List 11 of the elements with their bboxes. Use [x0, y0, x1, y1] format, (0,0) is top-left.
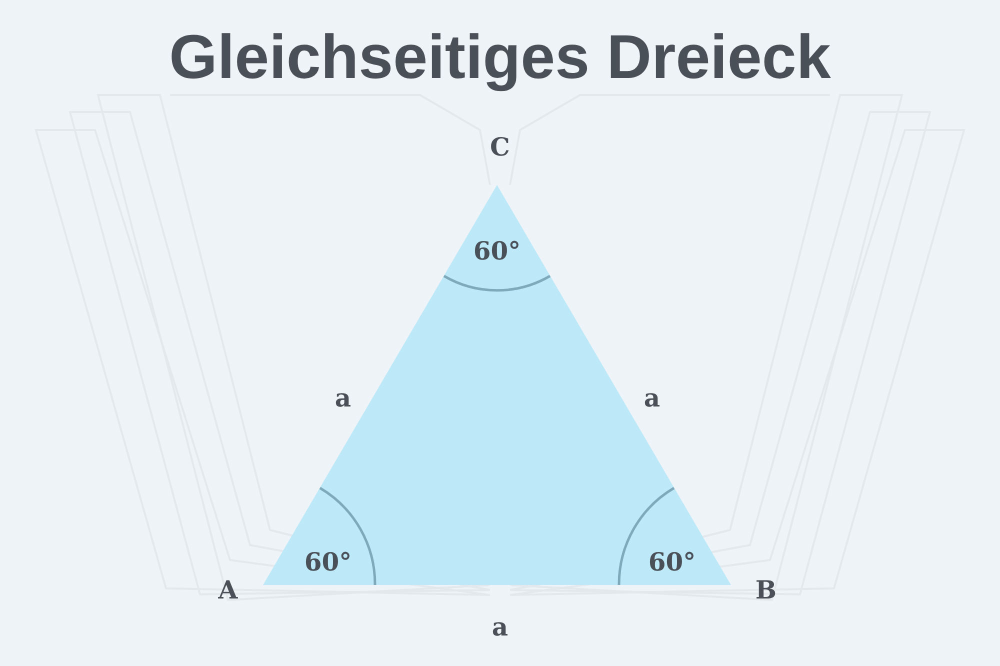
vertex-label: C [490, 134, 510, 160]
vertex-label: A [218, 578, 238, 602]
angle-label: 60° [473, 238, 521, 264]
triangle [263, 185, 731, 585]
angle-label: 60° [648, 550, 696, 574]
side-label: a [644, 386, 660, 410]
side-label: a [334, 386, 352, 410]
side-label: a [492, 614, 508, 640]
title: Gleichseitiges Dreieck [168, 22, 832, 93]
vertex-label: B [755, 578, 777, 602]
angle-label: 60° [304, 550, 352, 574]
